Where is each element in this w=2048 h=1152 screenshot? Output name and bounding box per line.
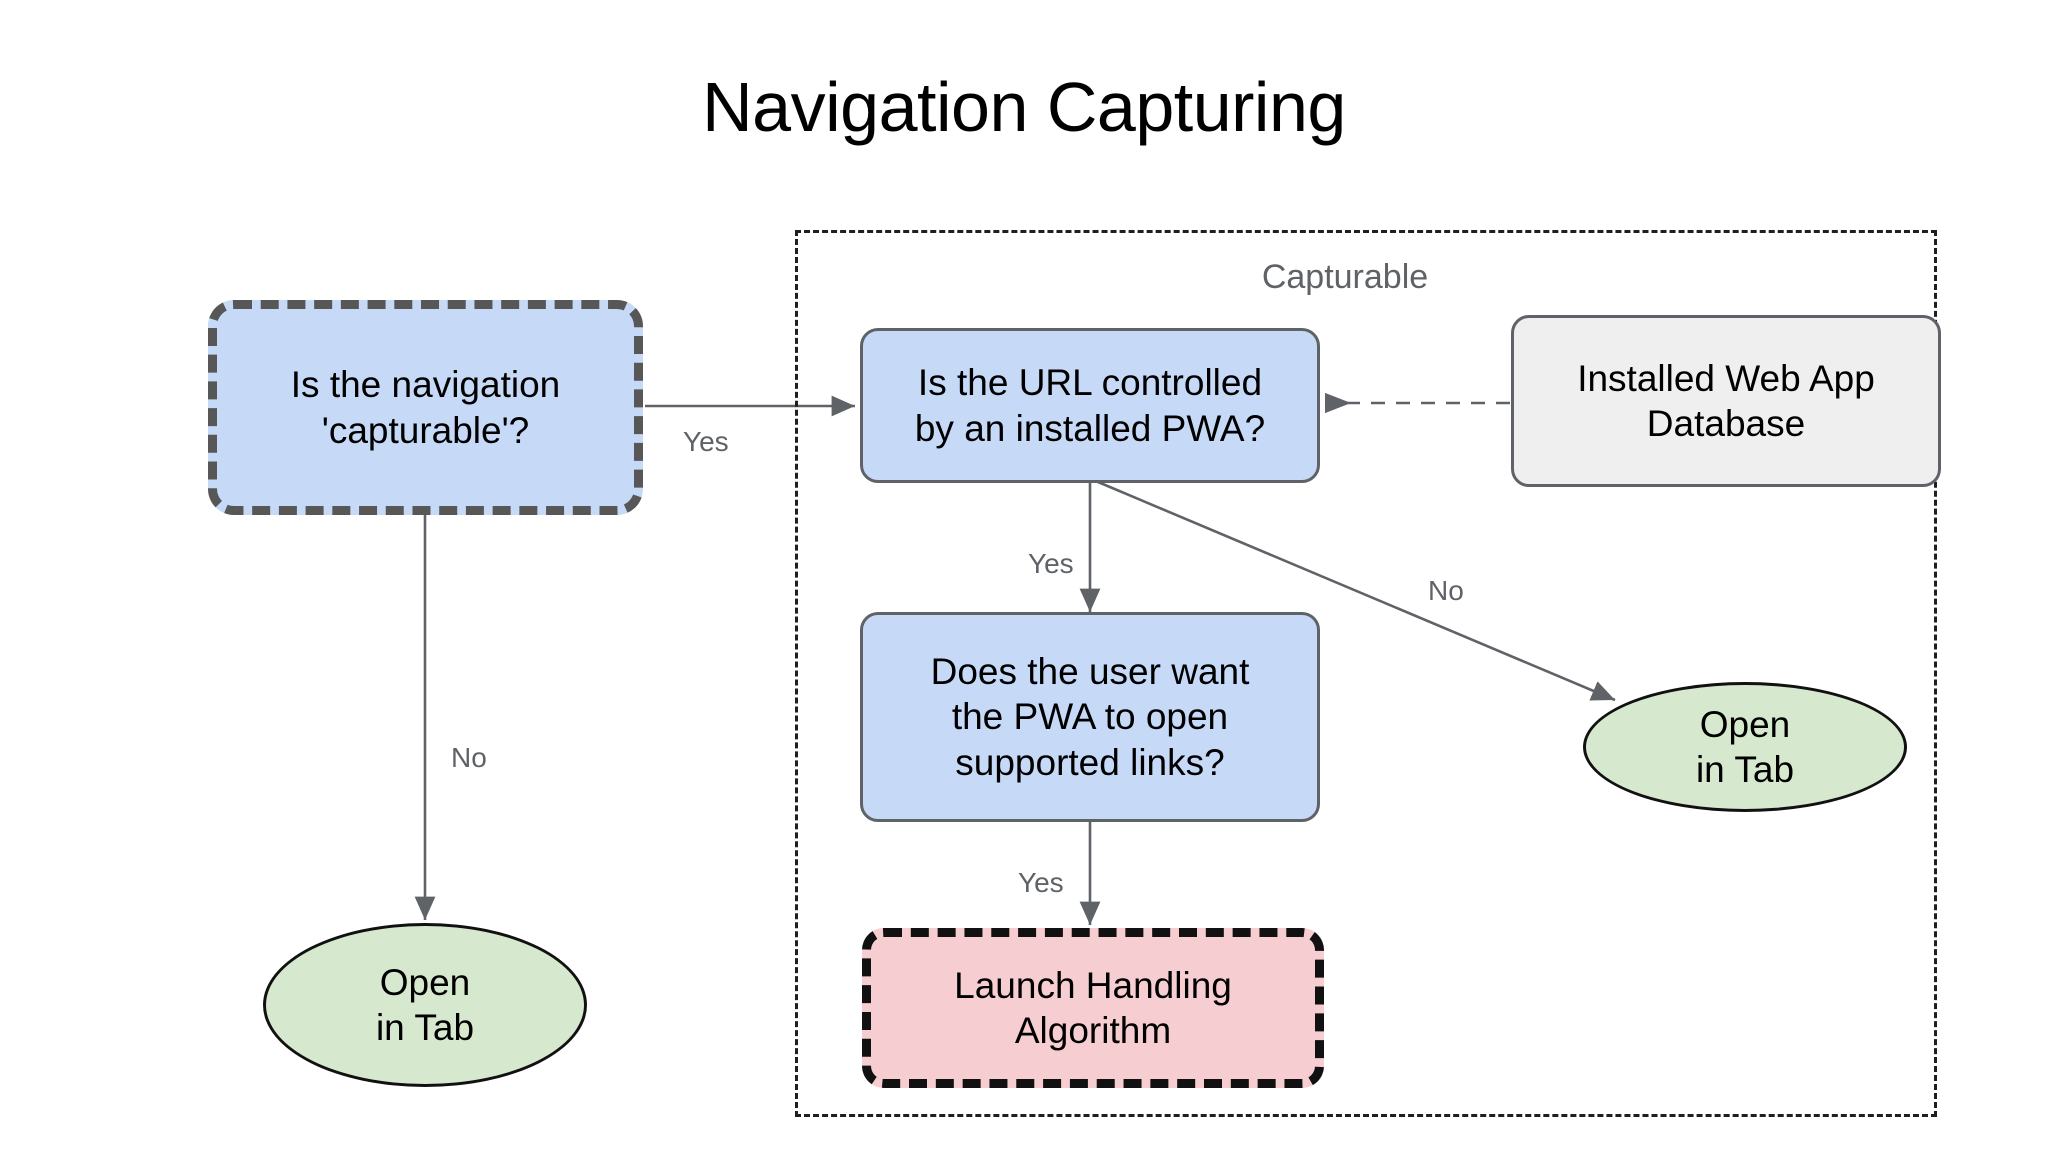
page-title: Navigation Capturing [702, 68, 1346, 146]
edge-label-url-yes: Yes [1028, 548, 1074, 579]
node-does-user-want-pwa-open-links[interactable]: Does the user want the PWA to open suppo… [860, 612, 1320, 822]
edge-label-user-yes: Yes [1018, 867, 1064, 898]
node-open-in-tab-right[interactable]: Open in Tab [1583, 682, 1907, 812]
node-installed-web-app-database-label: Installed Web App Database [1577, 357, 1875, 444]
node-is-url-controlled-by-pwa[interactable]: Is the URL controlled by an installed PW… [860, 328, 1320, 483]
node-open-in-tab-right-label: Open in Tab [1695, 703, 1795, 790]
node-installed-web-app-database[interactable]: Installed Web App Database [1511, 315, 1941, 487]
node-open-in-tab-left-label: Open in Tab [375, 961, 475, 1048]
capturable-group-container [795, 230, 1937, 1117]
node-open-in-tab-left[interactable]: Open in Tab [263, 923, 587, 1087]
node-is-url-controlled-by-pwa-label: Is the URL controlled by an installed PW… [914, 362, 1266, 449]
node-does-user-want-pwa-open-links-label: Does the user want the PWA to open suppo… [930, 651, 1250, 783]
node-launch-handling-algorithm[interactable]: Launch Handling Algorithm [862, 928, 1324, 1088]
edge-label-capturable-no: No [451, 742, 487, 773]
capturable-group-label: Capturable [1261, 258, 1429, 296]
node-is-navigation-capturable-label: Is the navigation 'capturable'? [290, 364, 561, 451]
node-launch-handling-algorithm-label: Launch Handling Algorithm [954, 964, 1232, 1051]
edge-label-capturable-yes: Yes [683, 426, 729, 457]
node-is-navigation-capturable[interactable]: Is the navigation 'capturable'? [208, 300, 643, 515]
edge-label-url-no: No [1428, 575, 1464, 606]
